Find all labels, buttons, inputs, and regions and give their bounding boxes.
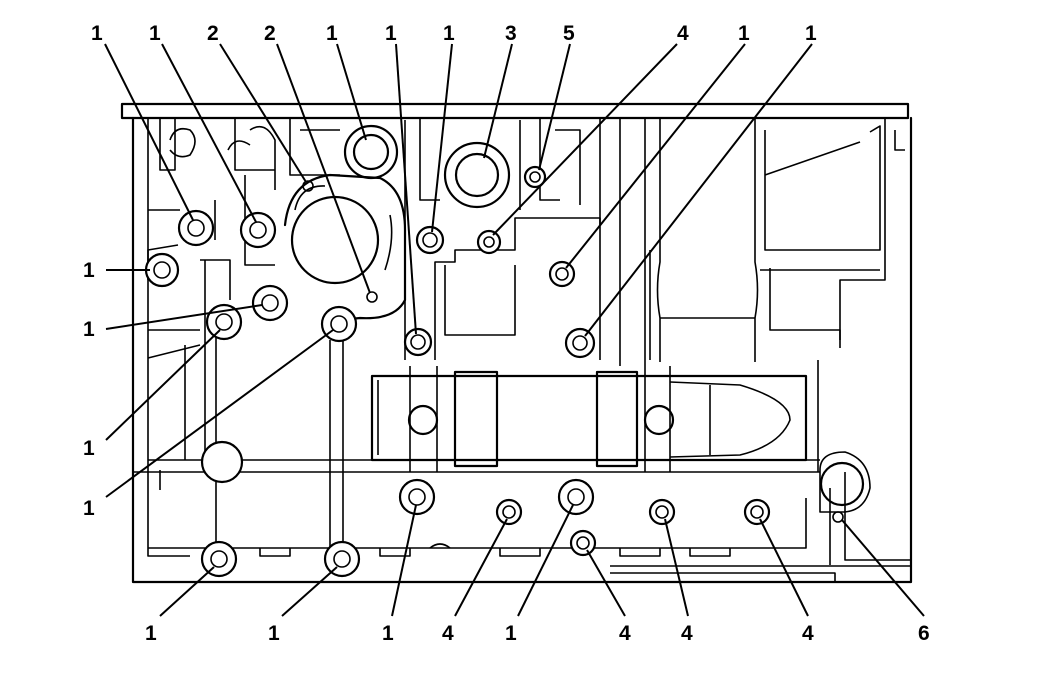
bolt-hole-1m bbox=[398, 478, 436, 516]
callout-label: 1 bbox=[326, 22, 338, 45]
large-port bbox=[283, 173, 407, 322]
upper-center-ports bbox=[343, 118, 601, 360]
horizontal-bore bbox=[370, 366, 808, 472]
bolt-hole-4a bbox=[476, 229, 502, 255]
callout-label: 2 bbox=[207, 22, 219, 45]
callout-label: 1 bbox=[83, 259, 95, 282]
callout-label: 1 bbox=[805, 22, 817, 45]
bolt-hole-1e bbox=[205, 303, 243, 341]
callout-label: 1 bbox=[83, 437, 95, 460]
callout-label: 1 bbox=[83, 497, 95, 520]
right-boss bbox=[819, 451, 871, 523]
bolt-hole-1i bbox=[564, 327, 596, 359]
callout-label: 1 bbox=[738, 22, 750, 45]
callout-label: 4 bbox=[681, 622, 693, 645]
bolt-hole-1f bbox=[320, 305, 358, 343]
callout-label: 1 bbox=[268, 622, 280, 645]
bolt-hole-1j bbox=[548, 260, 576, 288]
callout-label: 1 bbox=[505, 622, 517, 645]
bolt-hole-1h bbox=[403, 327, 433, 357]
bolt-hole-1l bbox=[323, 540, 361, 578]
callout-label: 1 bbox=[83, 318, 95, 341]
bolt-holes bbox=[144, 165, 771, 578]
block-outline bbox=[120, 102, 913, 584]
callout-label: 4 bbox=[802, 622, 814, 645]
callout-label: 1 bbox=[145, 622, 157, 645]
bolt-hole-4d bbox=[648, 498, 676, 526]
bolt-hole-1a bbox=[177, 209, 215, 247]
cylinder-area bbox=[649, 118, 759, 362]
callout-label: 4 bbox=[442, 622, 454, 645]
bolt-hole-4e bbox=[743, 498, 771, 526]
callout-label: 4 bbox=[619, 622, 631, 645]
bolt-hole-1n bbox=[557, 478, 595, 516]
callout-labels: 1 1 2 2 1 1 1 3 5 4 1 1 1 1 1 1 1 1 1 4 … bbox=[83, 22, 930, 645]
leader-lines bbox=[104, 43, 925, 617]
bolt-hole-4c bbox=[569, 529, 597, 557]
bolt-hole-1c bbox=[144, 252, 180, 288]
callout-label: 1 bbox=[91, 22, 103, 45]
callout-label: 1 bbox=[385, 22, 397, 45]
bolt-hole-large-left bbox=[200, 440, 244, 484]
bolt-hole-1b bbox=[239, 211, 277, 249]
callout-label: 1 bbox=[149, 22, 161, 45]
bolt-hole-1k bbox=[200, 540, 238, 578]
callout-label: 2 bbox=[264, 22, 276, 45]
callout-label: 5 bbox=[563, 22, 575, 45]
callout-label: 4 bbox=[677, 22, 689, 45]
callout-label: 1 bbox=[443, 22, 455, 45]
callout-label: 6 bbox=[918, 622, 930, 645]
bolt-hole-1g bbox=[415, 225, 445, 255]
bolt-hole-2a bbox=[302, 180, 314, 192]
bolt-hole-2b bbox=[366, 291, 378, 303]
callout-label: 3 bbox=[505, 22, 517, 45]
callout-label: 1 bbox=[382, 622, 394, 645]
bolt-hole-4b bbox=[495, 498, 523, 526]
bolt-hole-1d bbox=[251, 284, 289, 322]
bolt-hole-5 bbox=[523, 165, 547, 189]
